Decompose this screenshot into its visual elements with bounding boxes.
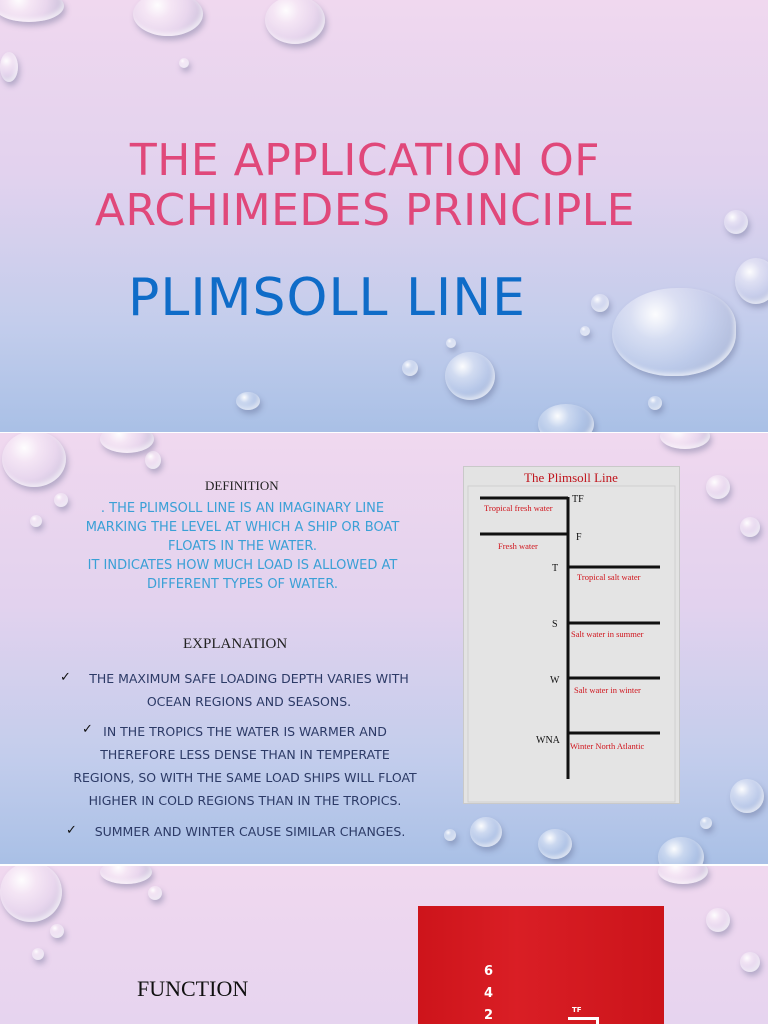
water-drop <box>0 866 62 922</box>
title-slide: THE APPLICATION OF ARCHIMEDES PRINCIPLE … <box>0 0 768 432</box>
water-drop <box>658 866 708 884</box>
draft-mark-label: TF <box>572 1006 582 1014</box>
draft-mark-tick <box>596 1017 599 1025</box>
water-drop <box>735 258 768 304</box>
definition-line: FLOATS IN THE WATER. <box>167 539 318 554</box>
bullet-item: IN THE TROPICS THE WATER IS WARMER AND T… <box>60 720 430 812</box>
water-drop <box>145 451 161 469</box>
draft-number: 6 <box>484 964 494 979</box>
title-line-1: THE APPLICATION OF <box>129 135 601 186</box>
slide-title: THE APPLICATION OF ARCHIMEDES PRINCIPLE <box>0 136 730 236</box>
water-drop <box>446 338 456 348</box>
mark-label-s: Salt water in summer <box>571 629 644 639</box>
water-drop <box>100 866 152 884</box>
mark-code-tf: TF <box>572 494 584 505</box>
mark-code-wna: WNA <box>536 735 561 746</box>
water-drop <box>445 352 495 400</box>
water-drop <box>133 0 203 36</box>
water-drop <box>2 433 66 487</box>
definition-line: DIFFERENT TYPES OF WATER. <box>146 577 339 592</box>
water-drop <box>236 392 260 410</box>
water-drop <box>179 58 189 68</box>
water-drop <box>54 493 68 507</box>
water-drop <box>706 475 730 499</box>
draft-number: 4 <box>484 986 494 1001</box>
mark-label-wna: Winter North Atlantic <box>570 741 644 751</box>
water-drop <box>0 0 64 22</box>
definition-line: MARKING THE LEVEL AT WHICH A SHIP OR BOA… <box>85 520 400 535</box>
water-drop <box>148 886 162 900</box>
water-drop <box>740 952 760 972</box>
bullet-line: OCEAN REGIONS AND SEASONS. <box>146 694 352 709</box>
mark-code-f: F <box>576 532 582 543</box>
slide-subtitle: PLIMSOLL LINE <box>128 268 526 328</box>
water-drop <box>612 288 736 376</box>
mark-label-f: Fresh water <box>498 541 538 551</box>
water-drop <box>30 515 42 527</box>
water-drop <box>538 829 572 859</box>
bullet-line: IN THE TROPICS THE WATER IS WARMER AND <box>103 724 387 739</box>
water-drop <box>538 404 594 432</box>
bullet-item: SUMMER AND WINTER CAUSE SIMILAR CHANGES. <box>82 820 418 843</box>
water-drop <box>100 433 154 453</box>
checkmark-icon: ✓ <box>66 823 77 838</box>
bullet-item: THE MAXIMUM SAFE LOADING DEPTH VARIES WI… <box>76 667 422 713</box>
water-drop <box>444 829 456 841</box>
water-drop <box>700 817 712 829</box>
definition-heading: DEFINITION <box>205 478 279 493</box>
definition-line: . THE PLIMSOLL LINE IS AN IMAGINARY LINE <box>100 501 385 516</box>
plimsoll-diagram: The Plimsoll Line TF Tropical fresh wate… <box>463 466 680 804</box>
bullet-line: THE MAXIMUM SAFE LOADING DEPTH VARIES WI… <box>89 671 409 686</box>
water-drop <box>470 817 502 847</box>
water-drop <box>32 948 44 960</box>
draft-mark-line <box>568 1017 598 1020</box>
function-heading: FUNCTION <box>137 976 249 1001</box>
water-drop <box>706 908 730 932</box>
title-line-2: ARCHIMEDES PRINCIPLE <box>94 185 636 236</box>
water-drop <box>402 360 418 376</box>
bullet-line: REGIONS, SO WITH THE SAME LOAD SHIPS WIL… <box>73 770 417 785</box>
mark-code-s: S <box>552 619 558 630</box>
definition-text: . THE PLIMSOLL LINE IS AN IMAGINARY LINE… <box>70 499 415 594</box>
water-drop <box>660 433 710 449</box>
mark-label-tf: Tropical fresh water <box>484 503 553 513</box>
bullet-line: SUMMER AND WINTER CAUSE SIMILAR CHANGES. <box>94 824 406 839</box>
water-drop <box>0 52 18 82</box>
explanation-heading: EXPLANATION <box>183 636 288 652</box>
water-drop <box>580 326 590 336</box>
checkmark-icon: ✓ <box>82 722 93 737</box>
mark-code-w: W <box>550 675 560 686</box>
bullet-line: HIGHER IN COLD REGIONS THAN IN THE TROPI… <box>88 793 402 808</box>
water-drop <box>265 0 325 44</box>
definition-line: IT INDICATES HOW MUCH LOAD IS ALLOWED AT <box>87 558 398 573</box>
checkmark-icon: ✓ <box>60 670 71 685</box>
water-drop <box>740 517 760 537</box>
water-drop <box>724 210 748 234</box>
mark-label-w: Salt water in winter <box>574 685 641 695</box>
water-drop <box>50 924 64 938</box>
water-drop <box>648 396 662 410</box>
bullet-line: THEREFORE LESS DENSE THAN IN TEMPERATE <box>100 747 390 762</box>
draft-number: 2 <box>484 1008 494 1023</box>
mark-label-t: Tropical salt water <box>577 572 641 582</box>
water-drop <box>730 779 764 813</box>
diagram-panel <box>467 485 676 803</box>
plimsoll-diagram-svg: The Plimsoll Line TF Tropical fresh wate… <box>467 470 676 803</box>
draft-marks-photo: 6 4 2 TF <box>418 906 664 1025</box>
mark-code-t: T <box>552 563 558 574</box>
water-drop <box>658 837 704 864</box>
diagram-title: The Plimsoll Line <box>524 470 618 485</box>
water-drop <box>591 294 609 312</box>
